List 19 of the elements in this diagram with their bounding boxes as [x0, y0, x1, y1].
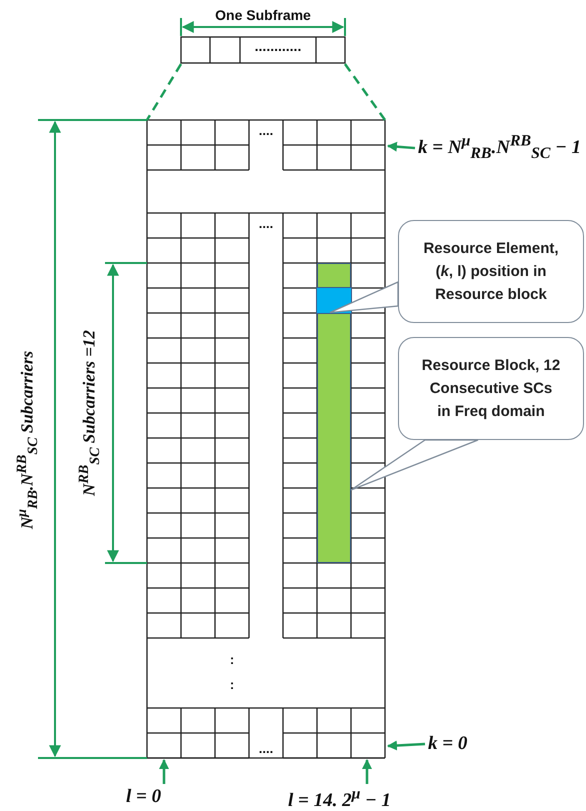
formula-label: k = N$^{μ}$$_{RB}$.N$^{RB}$$_{SC}$ − 1	[418, 133, 581, 164]
dimension-label: One Subframe	[215, 7, 311, 23]
callout-box: Resource Element, (k, l) position in Resource block	[398, 220, 584, 323]
ellipsis-mark: ....	[258, 216, 274, 231]
callout-tail	[329, 281, 399, 314]
resource-block-bar	[317, 263, 351, 563]
pointer-arrow	[387, 740, 426, 750]
pointer-arrow	[387, 142, 416, 152]
pointer-arrow	[362, 759, 372, 784]
pointer-arrow	[159, 759, 169, 784]
ellipsis-mark: ....	[258, 741, 274, 756]
ellipsis-mark: :	[230, 652, 234, 667]
formula-label: l = 0	[126, 786, 162, 808]
formula-label: l = 14. 2$^{μ}$ − 1	[288, 786, 391, 811]
formula-label: k = 0	[428, 733, 468, 755]
ellipsis-mark: ............	[254, 38, 302, 54]
ellipsis-mark: :	[230, 677, 234, 692]
callout-tail	[350, 439, 479, 491]
ellipsis-mark: ....	[258, 123, 274, 138]
